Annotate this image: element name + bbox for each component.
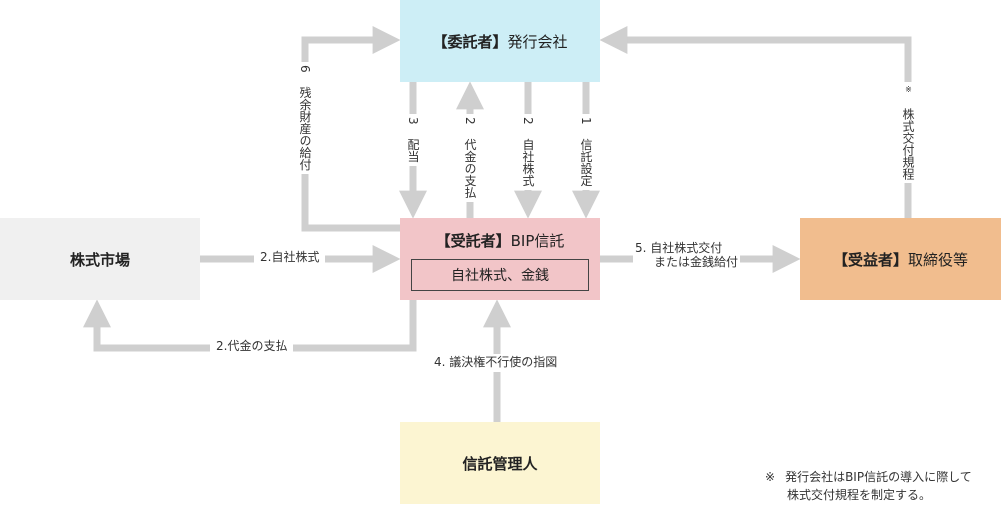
label-benefit: 5. 自社株式交付 または金銭給付 [633, 241, 741, 270]
footnote-mark: ※ [765, 470, 776, 484]
issuer-bracket: 【委託者】 [432, 32, 508, 51]
beneficiary-box: 【受益者】取締役等 [800, 218, 1001, 300]
administrator-name: 信託管理人 [462, 454, 538, 473]
label-residual-num: 6 [298, 65, 312, 73]
label-rules-mark: ※ [904, 85, 913, 94]
beneficiary-name: 取締役等 [908, 250, 969, 269]
label-benefit-line1: 5. 自社株式交付 [635, 241, 723, 255]
label-trust-setup-num: 1 [579, 117, 593, 125]
label-dividend: 3 配当 [406, 114, 420, 166]
label-market-payment: 2.代金の支払 [210, 339, 294, 354]
label-trust-setup: 1 信託設定 [579, 114, 593, 190]
label-shares-text: 自社株式 [521, 138, 535, 187]
label-residual: 6 残余財産の給付 [298, 62, 312, 174]
label-shares: 2 自社株式 [521, 114, 535, 190]
label-payment-num: 2 [463, 117, 477, 125]
label-market-shares: 2.自社株式 [254, 250, 326, 265]
footnote-line1: 発行会社はBIP信託の導入に際して [785, 470, 972, 484]
trust-name: BIP信託 [510, 232, 565, 250]
trust-bracket: 【受託者】 [435, 232, 511, 250]
label-shares-num: 2 [521, 117, 535, 125]
beneficiary-bracket: 【受益者】 [832, 250, 908, 269]
issuer-box: 【委託者】発行会社 [400, 0, 600, 82]
market-box: 株式市場 [0, 218, 200, 300]
label-dividend-num: 3 [406, 117, 420, 125]
label-benefit-line2: または金銭給付 [654, 254, 739, 269]
footnote: ※ 発行会社はBIP信託の導入に際して 株式交付規程を制定する。 [765, 468, 972, 504]
footnote-line2: 株式交付規程を制定する。 [787, 488, 932, 502]
label-trust-setup-text: 信託設定 [579, 138, 593, 187]
label-payment-text: 代金の支払 [463, 138, 477, 199]
label-voting: 4. 議決権不行使の指図 [430, 354, 562, 372]
arrow-rules [599, 26, 912, 218]
label-rules: ※ 株式交付規程 [901, 82, 915, 183]
label-payment: 2 代金の支払 [463, 114, 477, 202]
label-rules-text: 株式交付規程 [901, 108, 915, 180]
arrow-residual [301, 26, 401, 232]
trust-administrator-box: 信託管理人 [400, 422, 600, 504]
trust-box: 【受託者】BIP信託 自社株式、金銭 [400, 218, 600, 300]
label-dividend-text: 配当 [406, 138, 420, 163]
market-name: 株式市場 [69, 250, 130, 269]
trust-assets: 自社株式、金銭 [411, 259, 589, 291]
issuer-name: 発行会社 [507, 32, 568, 51]
label-residual-text: 残余財産の給付 [298, 86, 312, 171]
